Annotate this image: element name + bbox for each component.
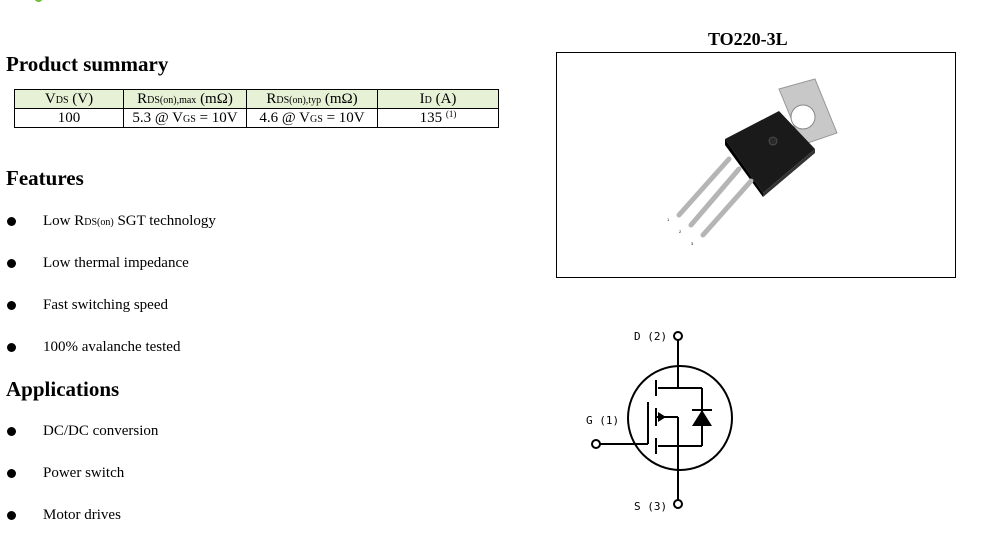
feature-text: Fast switching speed xyxy=(43,297,168,313)
pin-number-3: 3 xyxy=(691,241,694,246)
pin-number-1: 1 xyxy=(667,217,670,222)
table-header-rdson-typ: RDS(on),typ (mΩ) xyxy=(246,89,378,109)
bullet-icon xyxy=(7,511,16,520)
bullet-icon xyxy=(7,259,16,268)
drain-label: D (2) xyxy=(634,330,667,343)
feature-text: Low RDS(on) SGT technology xyxy=(43,213,216,229)
bullet-icon xyxy=(7,343,16,352)
table-header-rdson-max: RDS(on),max (mΩ) xyxy=(123,89,247,109)
feature-text: 100% avalanche tested xyxy=(43,339,181,355)
table-cell-vds: 100 xyxy=(14,108,124,128)
application-text: DC/DC conversion xyxy=(43,423,159,439)
source-label: S (3) xyxy=(634,500,667,513)
bullet-icon xyxy=(7,469,16,478)
application-text: Power switch xyxy=(43,465,125,481)
bullet-icon xyxy=(7,301,16,310)
gate-label: G (1) xyxy=(586,414,619,427)
section-title-features: Features xyxy=(6,166,84,190)
logo-leaf-icon xyxy=(34,0,43,2)
application-text: Motor drives xyxy=(43,507,121,523)
bullet-icon xyxy=(7,427,16,436)
table-cell-id: 135 (1) xyxy=(377,108,499,128)
table-header-id: ID (A) xyxy=(377,89,499,109)
feature-text: Low thermal impedance xyxy=(43,255,189,271)
section-title-product-summary: Product summary xyxy=(6,52,169,76)
pin-number-2: 2 xyxy=(679,229,682,234)
table-cell-rdson-max: 5.3 @ VGS = 10V xyxy=(123,108,247,128)
to220-package-icon: 1 2 3 xyxy=(667,78,838,246)
package-image-frame: 1 2 3 xyxy=(556,52,956,278)
table-row: 100 5.3 @ VGS = 10V 4.6 @ VGS = 10V 135 … xyxy=(14,108,499,128)
table-header-vds: VDS (V) xyxy=(14,89,124,109)
mosfet-schematic-icon: D (2) G (1) S (3) xyxy=(586,330,733,513)
table-header-row: VDS (V) RDS(on),max (mΩ) RDS(on),typ (mΩ… xyxy=(14,89,499,109)
section-title-applications: Applications xyxy=(6,377,120,401)
table-cell-rdson-typ: 4.6 @ VGS = 10V xyxy=(246,108,378,128)
package-title: TO220-3L xyxy=(708,29,788,49)
bullet-icon xyxy=(7,217,16,226)
product-summary-table: VDS (V) RDS(on),max (mΩ) RDS(on),typ (mΩ… xyxy=(14,89,499,128)
